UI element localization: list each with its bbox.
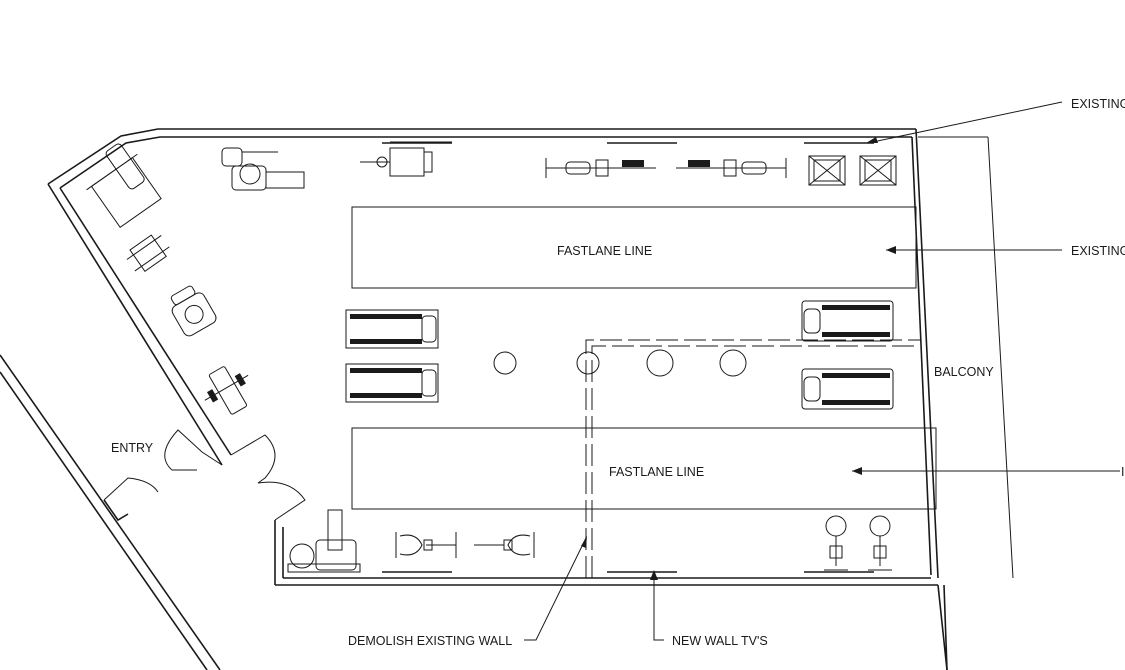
machine-diag-4 <box>204 366 249 415</box>
bench-diag-1 <box>86 143 162 229</box>
label-existing-mid: EXISTING <box>1071 244 1125 258</box>
bench-diag-2 <box>126 234 170 272</box>
label-fastlane-bottom: FASTLANE LINE <box>609 465 704 479</box>
bike-2 <box>868 515 892 571</box>
columns <box>493 349 747 377</box>
label-right-cut: I <box>1121 465 1124 479</box>
leader-existing-top <box>866 101 1063 144</box>
label-entry: ENTRY <box>111 441 154 455</box>
fastlane-top <box>351 206 917 289</box>
cable-station-2 <box>474 532 535 558</box>
strength-machine-top-1 <box>221 147 305 191</box>
cable-bench-1 <box>545 158 656 178</box>
strength-machine-bottom <box>287 509 361 573</box>
bike-1 <box>824 515 848 571</box>
column <box>493 351 517 375</box>
column <box>719 349 747 377</box>
column <box>646 349 674 377</box>
balcony-rail-side <box>987 136 1014 579</box>
leader-demolish <box>524 536 587 641</box>
column <box>576 351 600 375</box>
treadmill-right-1 <box>801 300 894 342</box>
strength-machine-top-2 <box>360 141 452 177</box>
treadmill-left-1 <box>345 309 439 349</box>
cable-bench-2 <box>676 158 787 178</box>
label-demolish: DEMOLISH EXISTING WALL <box>348 634 512 648</box>
leader-right-cut <box>852 467 1120 475</box>
demolish-wall <box>585 339 920 578</box>
label-existing-top: EXISTING <box>1071 97 1125 111</box>
cable-station-1 <box>395 532 457 558</box>
label-fastlane-top: FASTLANE LINE <box>557 244 652 258</box>
treadmill-left-2 <box>345 363 439 403</box>
entry-doors <box>103 429 306 521</box>
leader-existing-mid <box>886 246 1062 254</box>
treadmill-right-2 <box>801 368 894 410</box>
machine-diag-3 <box>170 285 217 337</box>
outer-walls <box>0 128 948 670</box>
fastlane-bottom <box>351 427 937 510</box>
leader-new-wall <box>650 570 664 641</box>
label-new-wall: NEW WALL TV'S <box>672 634 768 648</box>
rack-2 <box>859 155 897 186</box>
label-balcony: BALCONY <box>934 365 994 379</box>
rack-1 <box>808 155 846 186</box>
